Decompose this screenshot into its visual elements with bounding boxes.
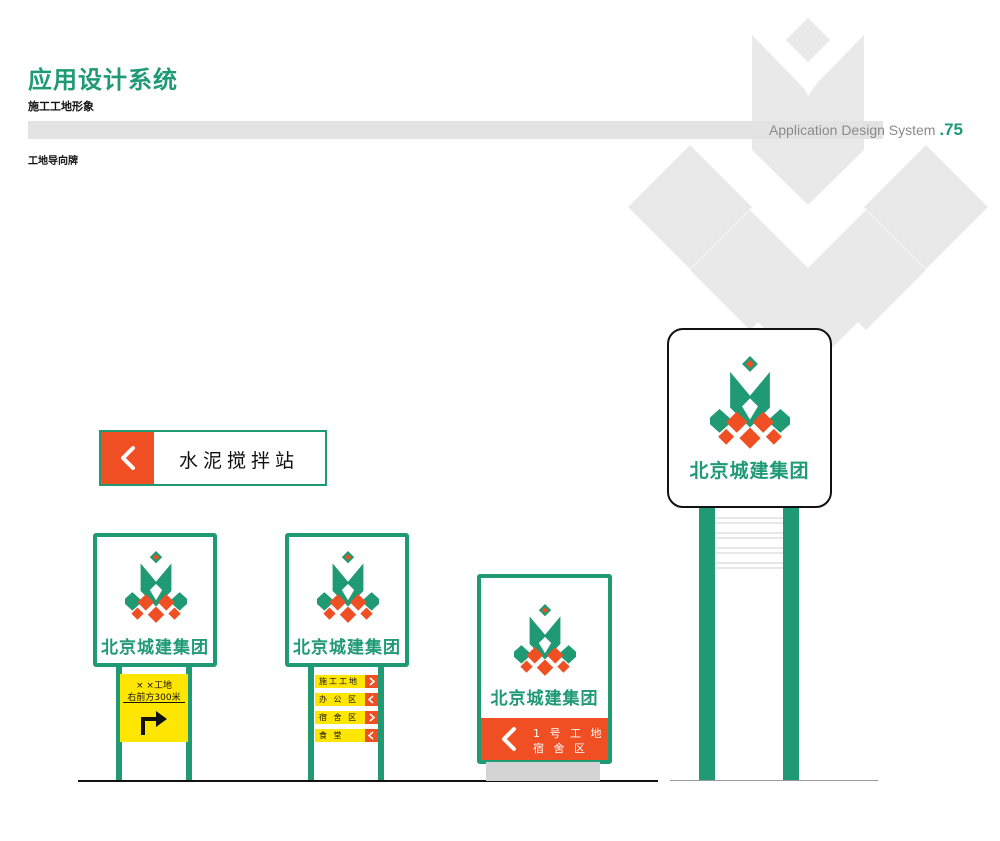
list-item: 食 堂	[315, 729, 378, 742]
brand-name: 北京城建集团	[293, 638, 401, 658]
standing-box-line1: 1 号 工 地	[533, 727, 605, 740]
mixer-sign-label: 水泥搅拌站	[179, 450, 300, 472]
direction-plate-rule	[123, 702, 185, 703]
sign1-post-right	[186, 664, 192, 781]
band-label: Application Design System	[768, 122, 936, 138]
chevron-right-icon	[365, 675, 378, 688]
page-title: 应用设计系统	[28, 66, 178, 94]
page-number: .75	[939, 120, 963, 139]
tall-sign-ladder	[715, 517, 783, 569]
header-band	[28, 121, 883, 139]
standing-box-direction: 1 号 工 地 宿 舍 区	[481, 718, 608, 760]
sign1-panel: 北京城建集团	[93, 533, 217, 667]
list-item: 施工工地	[315, 675, 378, 688]
brand-logo-icon	[514, 604, 576, 676]
section-label: 工地导向牌	[28, 156, 78, 167]
tall-post-right	[783, 506, 799, 780]
brand-name: 北京城建集团	[101, 638, 209, 658]
chevron-right-icon	[365, 711, 378, 724]
brand-name: 北京城建集团	[689, 460, 810, 482]
brand-logo-icon	[317, 551, 379, 623]
chevron-left-icon	[365, 729, 378, 742]
sign2-post-right	[378, 664, 384, 781]
sign2-post-left	[308, 664, 314, 781]
sign2-panel: 北京城建集团	[285, 533, 409, 667]
brand-logo-icon	[710, 356, 790, 449]
chevron-left-icon	[365, 693, 378, 706]
direction-plate-line1: × ×工地	[136, 681, 172, 691]
page-subtitle: 施工工地形象	[28, 100, 94, 113]
list-item: 宿 舍 区	[315, 711, 378, 724]
list-item: 办 公 区	[315, 693, 378, 706]
direction-plate: × ×工地 右前方300米	[120, 674, 188, 742]
standing-box-base	[486, 762, 600, 781]
sign1-post-left	[116, 664, 122, 781]
ground-line	[78, 780, 658, 782]
mixer-arrow-box	[101, 432, 154, 484]
tall-ground-line	[670, 780, 878, 781]
direction-plate-line2: 右前方300米	[127, 693, 181, 703]
tall-sign-panel: 北京城建集团	[667, 328, 832, 508]
chevron-left-icon	[502, 727, 516, 751]
turn-right-arrow-icon	[141, 711, 167, 735]
mixer-station-sign: 水泥搅拌站	[99, 430, 327, 486]
header-band-text: Application Design System .75	[769, 120, 963, 140]
brand-name: 北京城建集团	[490, 689, 599, 709]
tall-post-left	[699, 506, 715, 780]
chevron-left-icon	[121, 446, 135, 470]
standing-box-line2: 宿 舍 区	[533, 742, 588, 755]
brand-logo-icon	[125, 551, 187, 623]
